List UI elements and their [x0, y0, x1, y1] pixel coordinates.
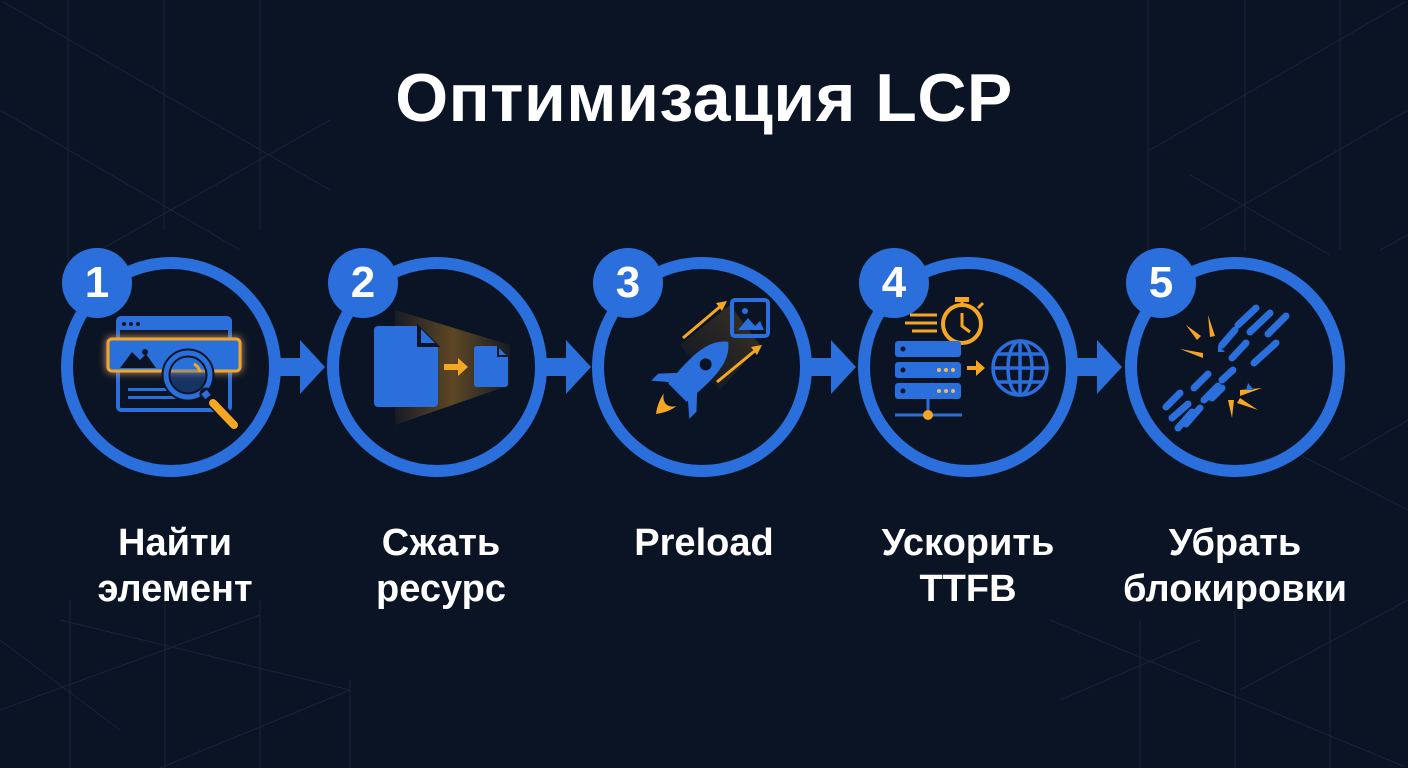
step-label: Preload — [634, 522, 774, 564]
step-number-badge: 2 — [350, 258, 376, 307]
compress-file-icon — [374, 310, 510, 425]
server-ttfb-icon — [895, 297, 1049, 420]
step-number-badge: 5 — [1148, 258, 1174, 307]
page-title: Оптимизация LCP — [395, 60, 1013, 136]
arrow-right-icon — [1077, 340, 1122, 394]
step-label: Ускорить TTFB — [881, 522, 1055, 610]
step-label: Убрать блокировки — [1123, 522, 1347, 610]
arrow-right-icon — [811, 340, 856, 394]
search-element-icon — [106, 316, 242, 431]
step-label: Сжать ресурс — [376, 522, 506, 610]
rocket-preload-icon — [651, 298, 770, 419]
arrow-right-icon — [280, 340, 325, 394]
arrow-right-icon — [546, 340, 591, 394]
step-number-badge: 3 — [615, 258, 641, 307]
step-number-badge: 4 — [881, 258, 907, 307]
step-label: Найти элемент — [97, 522, 253, 610]
step-number-badge: 1 — [84, 258, 110, 307]
broken-chain-icon — [1162, 304, 1290, 432]
